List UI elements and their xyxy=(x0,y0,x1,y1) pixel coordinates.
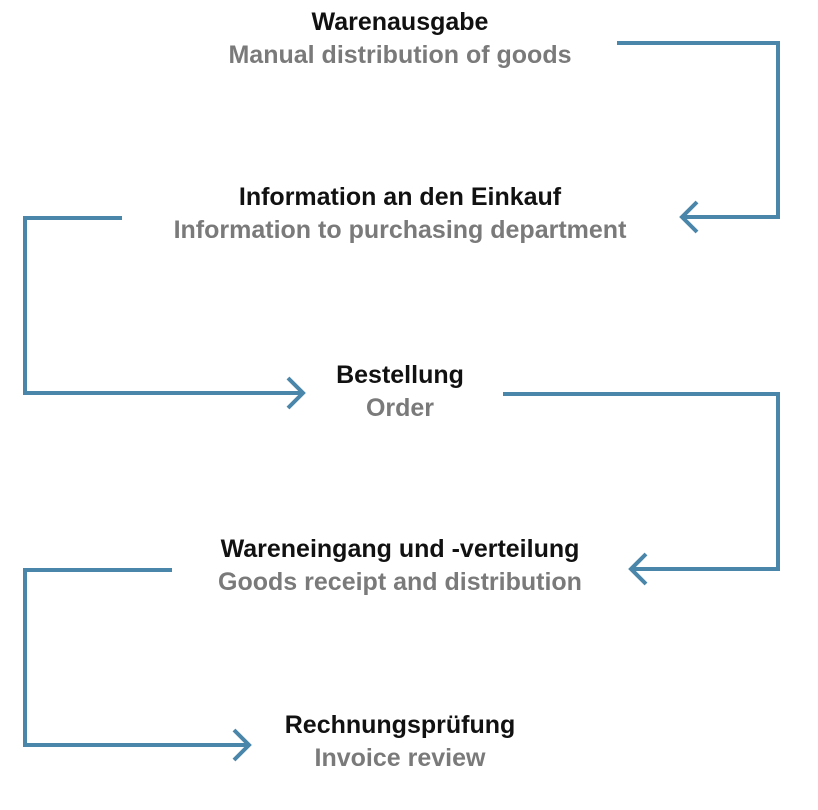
step-title-de: Information an den Einkauf xyxy=(238,183,562,211)
step-purchasing-info: Information an den Einkauf Information t… xyxy=(0,181,800,247)
step-title-en: Order xyxy=(365,394,435,422)
step-title-en: Manual distribution of goods xyxy=(228,41,572,69)
step-title-en: Information to purchasing department xyxy=(173,216,627,244)
step-title-de: Bestellung xyxy=(336,361,464,389)
step-invoice-review: Rechnungsprüfung Invoice review xyxy=(0,709,800,775)
connector-3-to-4 xyxy=(503,392,780,571)
arrowhead-2-to-3 xyxy=(286,376,306,410)
connector-4-to-5 xyxy=(23,568,247,747)
arrowhead-1-to-2 xyxy=(679,200,699,234)
step-goods-receipt: Wareneingang und -verteilung Goods recei… xyxy=(0,533,800,599)
step-title-de: Warenausgabe xyxy=(311,8,489,36)
step-goods-issue: Warenausgabe Manual distribution of good… xyxy=(0,6,800,72)
step-title-de: Rechnungsprüfung xyxy=(284,711,516,739)
connector-1-to-2 xyxy=(617,41,780,219)
step-order: Bestellung Order xyxy=(0,359,800,425)
step-title-en: Invoice review xyxy=(314,744,486,772)
arrowhead-4-to-5 xyxy=(232,728,252,762)
connector-2-to-3 xyxy=(23,216,301,395)
step-title-en: Goods receipt and distribution xyxy=(218,568,582,596)
step-title-de: Wareneingang und -verteilung xyxy=(220,535,580,563)
arrowhead-3-to-4 xyxy=(628,552,648,586)
